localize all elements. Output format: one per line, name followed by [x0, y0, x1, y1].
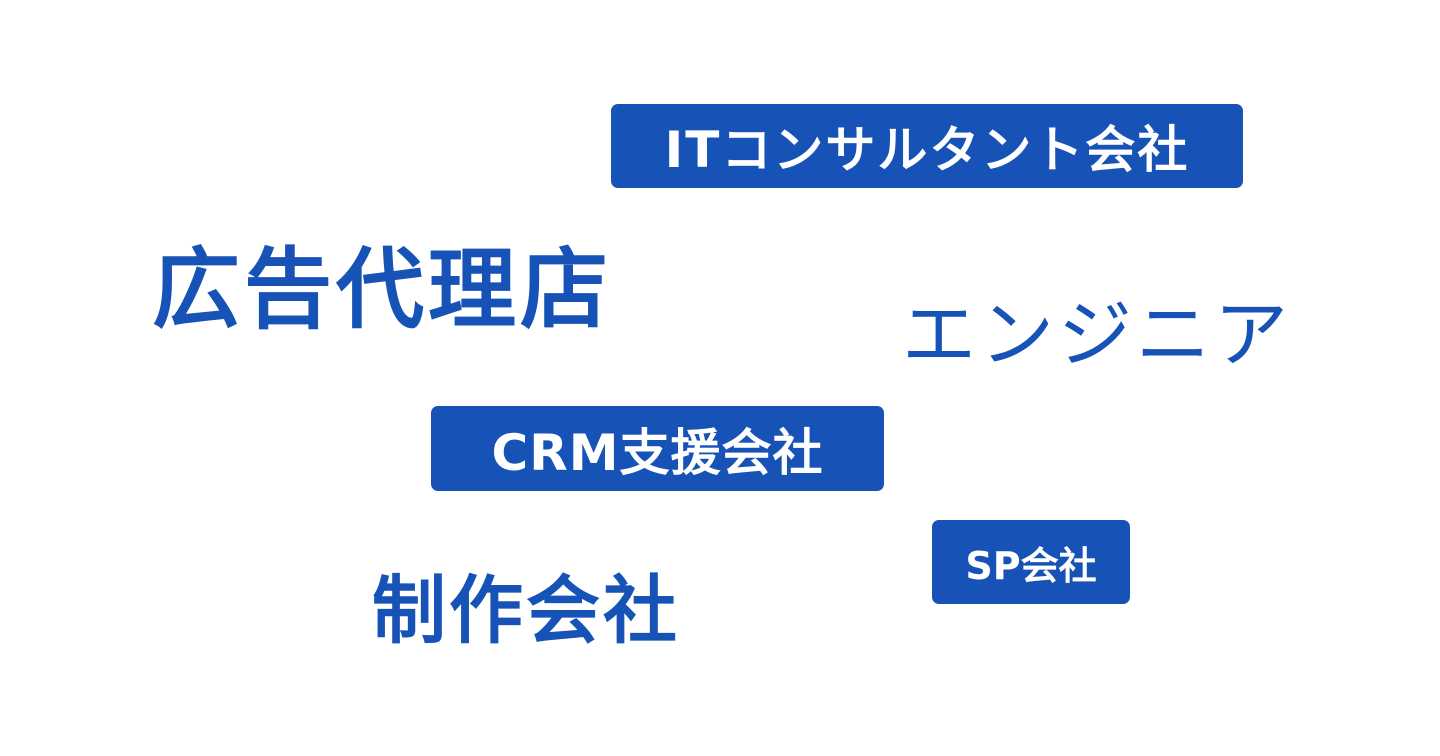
- keyword-engineer: エンジニア: [902, 292, 1292, 378]
- keyword-production-company: 制作会社: [372, 568, 680, 654]
- keyword-tag-crm-support: CRM支援会社: [431, 406, 884, 491]
- keyword-tag-sp-company: SP会社: [932, 520, 1130, 604]
- keyword-advertising-agency: 広告代理店: [152, 238, 613, 341]
- keyword-tag-it-consultant: ITコンサルタント会社: [611, 104, 1243, 188]
